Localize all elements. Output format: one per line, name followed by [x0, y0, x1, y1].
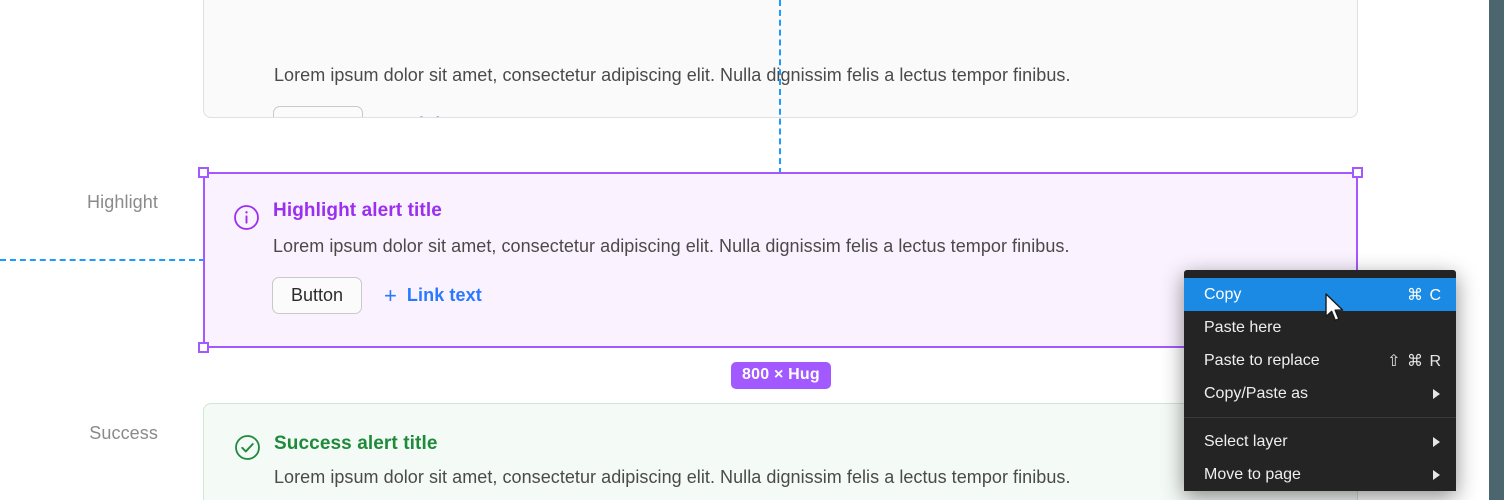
menu-item-paste-replace[interactable]: Paste to replace ⇧ ⌘ R	[1184, 344, 1456, 377]
menu-item-paste-here[interactable]: Paste here	[1184, 311, 1456, 344]
window-edge-strip	[1489, 0, 1504, 500]
menu-item-label: Copy	[1204, 285, 1242, 303]
alert-link[interactable]: + Link text	[384, 282, 482, 308]
alert-body-text: Lorem ipsum dolor sit amet, consectetur …	[274, 467, 1071, 487]
row-label-highlight: Highlight	[87, 192, 158, 212]
check-circle-icon	[234, 434, 261, 461]
size-badge: 800 × Hug	[731, 362, 831, 389]
menu-item-label: Paste here	[1204, 318, 1282, 336]
menu-item-copy-paste-as[interactable]: Copy/Paste as	[1184, 377, 1456, 410]
alert-actions: Button + Link text	[272, 277, 482, 314]
submenu-arrow-icon	[1433, 469, 1440, 480]
menu-item-move-to-page[interactable]: Move to page	[1184, 458, 1456, 491]
menu-item-label: Move to page	[1204, 465, 1301, 483]
submenu-arrow-icon	[1433, 436, 1440, 447]
menu-item-label: Paste to replace	[1204, 351, 1320, 369]
menu-item-label: Copy/Paste as	[1204, 384, 1309, 402]
menu-item-shortcut: ⌘ C	[1407, 286, 1442, 304]
plus-icon: +	[384, 282, 397, 308]
menu-item-select-layer[interactable]: Select layer	[1184, 425, 1456, 458]
menu-item-label: Select layer	[1204, 432, 1288, 450]
row-label-success: Success	[89, 423, 158, 443]
alert-title-highlight: Highlight alert title	[273, 200, 442, 221]
alert-link[interactable]: + Link text	[385, 113, 483, 117]
menu-item-copy[interactable]: Copy ⌘ C	[1184, 278, 1456, 311]
alert-button[interactable]: Button	[272, 277, 363, 314]
context-menu-separator	[1184, 417, 1456, 418]
alert-card-highlight[interactable]: Highlight alert title Lorem ipsum dolor …	[203, 172, 1358, 348]
plus-icon: +	[385, 113, 398, 117]
alert-link-label: Link text	[406, 285, 482, 305]
alert-link-label: Link text	[408, 114, 483, 117]
alert-body-text: Lorem ipsum dolor sit amet, consectetur …	[274, 65, 1071, 85]
smart-guide-vertical	[779, 0, 781, 174]
alert-body-text: Lorem ipsum dolor sit amet, consectetur …	[273, 236, 1070, 256]
alert-card-success[interactable]: Success alert title Lorem ipsum dolor si…	[203, 403, 1358, 500]
alert-actions: Button + Link text	[273, 106, 483, 117]
alert-button[interactable]: Button	[273, 106, 364, 117]
alert-title-success: Success alert title	[274, 433, 438, 454]
mouse-cursor	[1325, 293, 1347, 325]
menu-item-shortcut: ⇧ ⌘ R	[1387, 352, 1442, 370]
smart-guide-horizontal	[0, 259, 205, 261]
info-circle-icon	[233, 204, 260, 231]
submenu-arrow-icon	[1433, 388, 1440, 399]
